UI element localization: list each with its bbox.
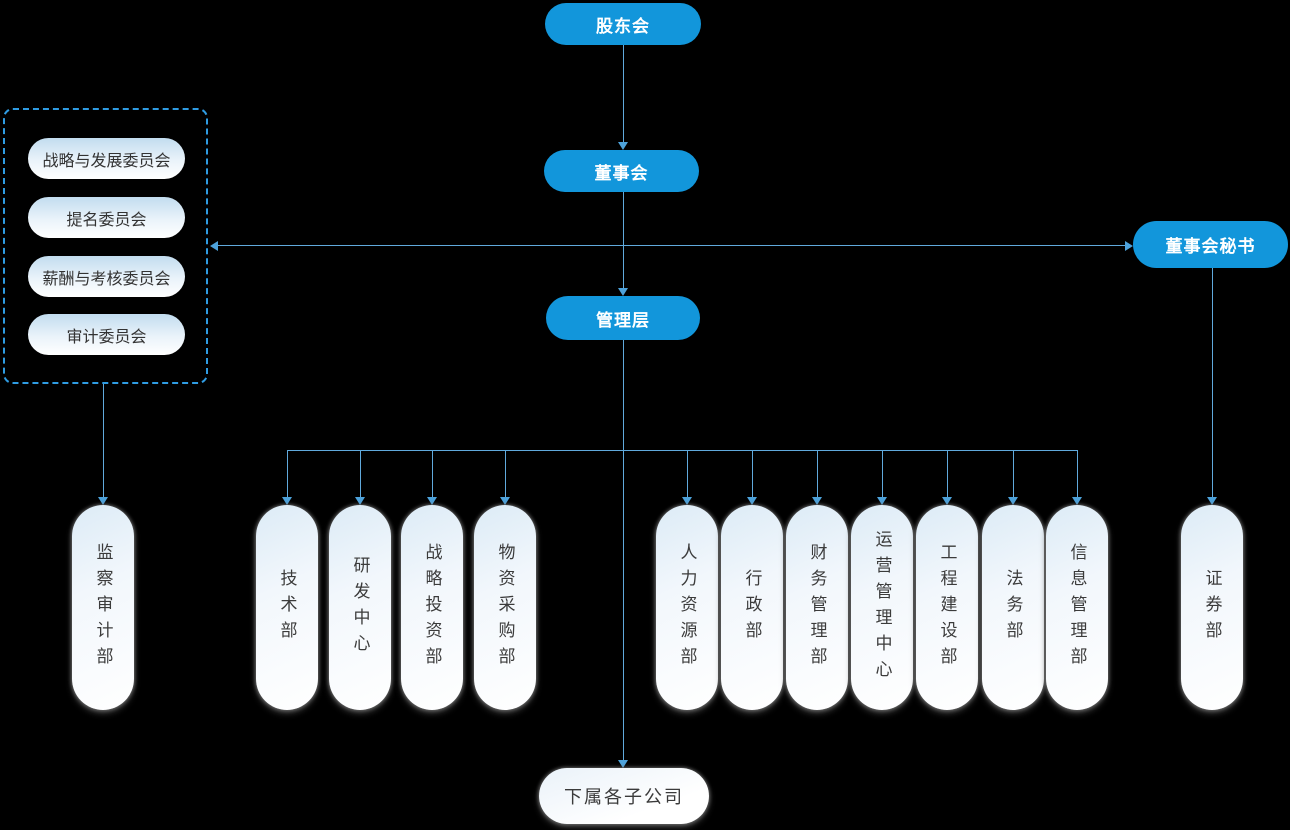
dept-label: 技术部 <box>277 568 297 647</box>
dept-information-management: 信息管理部 <box>1046 505 1108 710</box>
arrowhead-into-board <box>618 142 628 150</box>
connector-secretary-securities <box>1212 268 1213 497</box>
arrowhead-into-audit-dept <box>98 497 108 505</box>
committee-compensation-assessment: 薪酬与考核委员会 <box>28 256 185 297</box>
node-board-secretary-label: 董事会秘书 <box>1165 237 1256 256</box>
dept-rnd-center: 研发中心 <box>329 505 391 710</box>
node-board-secretary: 董事会秘书 <box>1133 221 1288 268</box>
dept-securities: 证券部 <box>1181 505 1243 710</box>
node-management: 管理层 <box>546 296 700 340</box>
connector-drop <box>287 450 288 497</box>
connector-drop <box>817 450 818 497</box>
arrowhead-into-department <box>942 497 952 505</box>
connector-board-management <box>623 192 624 288</box>
arrowhead-into-committees-box <box>210 241 218 251</box>
dept-label: 研发中心 <box>350 555 370 660</box>
arrowhead-into-securities-dept <box>1207 497 1217 505</box>
connector-shareholders-board <box>623 45 624 142</box>
dept-label: 人力资源部 <box>677 542 697 673</box>
connector-drop <box>947 450 948 497</box>
dept-label: 法务部 <box>1003 568 1023 647</box>
arrowhead-into-department <box>747 497 757 505</box>
connector-drop <box>432 450 433 497</box>
node-subsidiaries: 下属各子公司 <box>539 768 709 824</box>
arrowhead-into-department <box>1072 497 1082 505</box>
arrowhead-into-department <box>355 497 365 505</box>
connector-drop <box>360 450 361 497</box>
node-subsidiaries-label: 下属各子公司 <box>564 787 684 807</box>
dept-operations-management-center: 运营管理中心 <box>851 505 913 710</box>
arrowhead-into-subsidiaries <box>618 760 628 768</box>
arrowhead-into-department <box>427 497 437 505</box>
connector-departments-horizontal <box>287 450 1077 451</box>
dept-label: 监察审计部 <box>93 542 113 673</box>
dept-label: 物资采购部 <box>495 542 515 673</box>
node-shareholders-label: 股东会 <box>596 16 650 36</box>
dept-label: 财务管理部 <box>807 542 827 673</box>
node-board: 董事会 <box>544 150 699 192</box>
committees-group-box <box>3 108 208 384</box>
connector-drop <box>882 450 883 497</box>
arrowhead-into-department <box>282 497 292 505</box>
arrowhead-into-department <box>812 497 822 505</box>
committee-label: 战略与发展委员会 <box>42 152 171 170</box>
dept-supervision-audit: 监察审计部 <box>72 505 134 710</box>
dept-label: 工程建设部 <box>937 542 957 673</box>
committee-audit: 审计委员会 <box>28 314 185 355</box>
arrowhead-into-management <box>618 288 628 296</box>
dept-label: 战略投资部 <box>422 542 442 673</box>
connector-drop <box>752 450 753 497</box>
connector-management-subsidiaries <box>623 340 624 760</box>
dept-label: 运营管理中心 <box>872 529 892 686</box>
arrowhead-into-board-secretary <box>1125 241 1133 251</box>
committee-nomination: 提名委员会 <box>28 197 185 238</box>
node-board-label: 董事会 <box>594 163 649 183</box>
dept-label: 证券部 <box>1202 568 1222 647</box>
dept-strategic-investment: 战略投资部 <box>401 505 463 710</box>
dept-label: 行政部 <box>742 568 762 647</box>
committee-label: 审计委员会 <box>66 328 147 346</box>
dept-label: 信息管理部 <box>1067 542 1087 673</box>
dept-engineering-construction: 工程建设部 <box>916 505 978 710</box>
committee-strategy-development: 战略与发展委员会 <box>28 138 185 179</box>
connector-drop <box>687 450 688 497</box>
connector-drop <box>505 450 506 497</box>
dept-administration: 行政部 <box>721 505 783 710</box>
connector-committees-audit-dept <box>103 384 104 497</box>
dept-legal: 法务部 <box>982 505 1044 710</box>
arrowhead-into-department <box>500 497 510 505</box>
dept-technology: 技术部 <box>256 505 318 710</box>
connector-drop <box>1013 450 1014 497</box>
connector-board-horizontal <box>218 245 1125 246</box>
committee-label: 薪酬与考核委员会 <box>42 270 171 288</box>
connector-drop <box>1077 450 1078 497</box>
arrowhead-into-department <box>1008 497 1018 505</box>
dept-finance-management: 财务管理部 <box>786 505 848 710</box>
node-management-label: 管理层 <box>596 310 650 330</box>
arrowhead-into-department <box>877 497 887 505</box>
dept-human-resources: 人力资源部 <box>656 505 718 710</box>
arrowhead-into-department <box>682 497 692 505</box>
committee-label: 提名委员会 <box>66 211 147 229</box>
dept-materials-procurement: 物资采购部 <box>474 505 536 710</box>
node-shareholders: 股东会 <box>545 3 701 45</box>
